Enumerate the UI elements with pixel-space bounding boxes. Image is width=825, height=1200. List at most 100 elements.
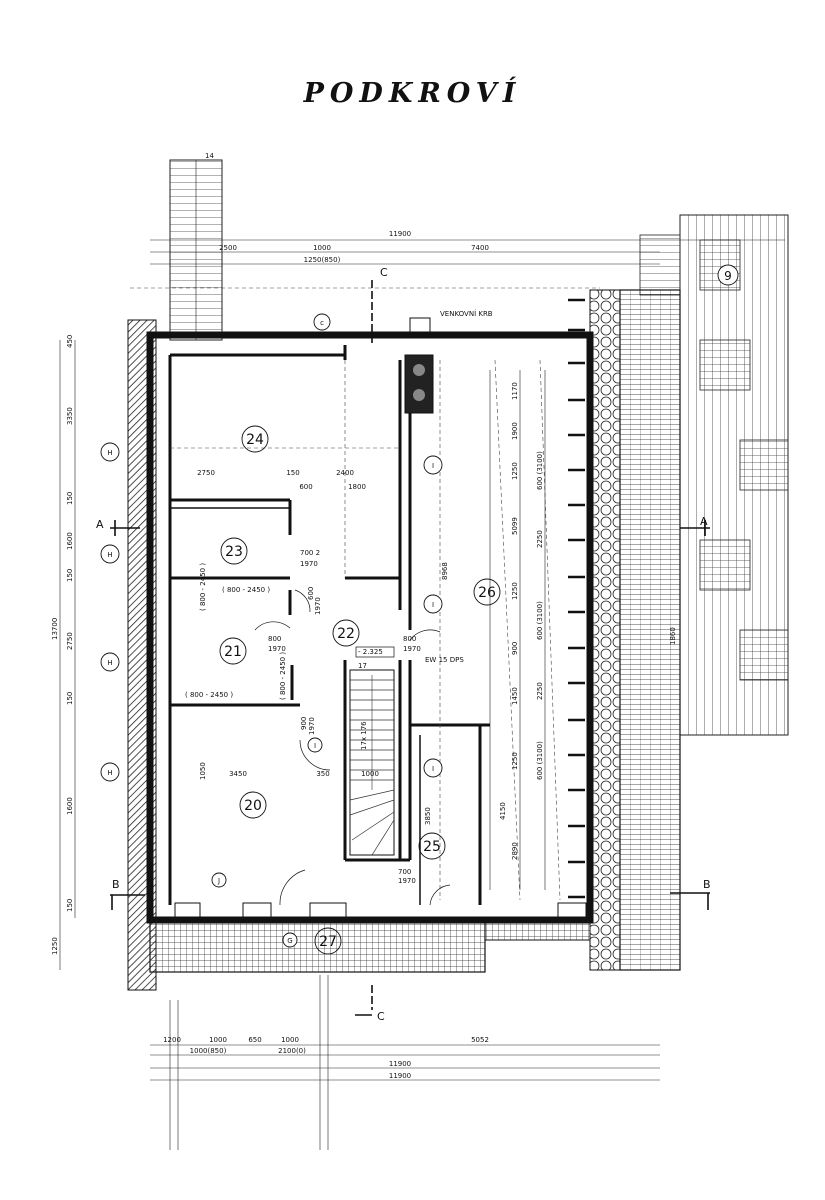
- room-25-label: 25: [423, 839, 441, 855]
- dim-bottom-total-b: 11900: [389, 1072, 411, 1080]
- dim-bottom-total-a: 11900: [389, 1060, 411, 1068]
- marker-g: G: [287, 937, 292, 945]
- sill-c: ( 800 - 2450 ): [199, 563, 207, 611]
- dim-inner-b1: 600: [299, 483, 312, 491]
- door-1970-f: 1970: [308, 717, 316, 735]
- marker-i-4: I: [314, 742, 316, 750]
- section-c-top: C: [380, 266, 388, 279]
- dim-left-1: 450: [66, 335, 74, 348]
- dim-left-bottom: 1250: [51, 937, 59, 955]
- section-b-left: B: [112, 878, 120, 891]
- room-22-label: 22: [337, 626, 355, 642]
- dim-left-8: 1600: [66, 797, 74, 815]
- dim-right-13: 600 (3100): [536, 741, 544, 780]
- dim-right-10: 1450: [511, 687, 519, 705]
- door-900: 900: [300, 717, 308, 730]
- dimension-lines: [59, 239, 785, 1150]
- dim-inner-c1: 3450: [229, 770, 247, 778]
- dim-top-d: 1250(850): [304, 256, 341, 264]
- sill-b: ( 800 - 2450 ): [185, 691, 233, 699]
- building-walls: [127, 319, 594, 991]
- door-1970-b: 1970: [314, 597, 322, 615]
- dim-top-total: 11900: [389, 230, 411, 238]
- sill-d: ( 800 - 2450 ): [279, 652, 287, 700]
- section-b-right: B: [703, 878, 711, 891]
- dim-right-4: 600 (3100): [536, 451, 544, 490]
- dim-left-9: 150: [66, 899, 74, 912]
- dim-left-6: 2750: [66, 632, 74, 650]
- room-27-label: 27: [319, 934, 337, 950]
- terrace-deck: [639, 214, 789, 736]
- door-1970-d: 1970: [403, 645, 421, 653]
- dim-bottom-b1: 1000(850): [190, 1047, 227, 1055]
- dim-right-b: 8968: [441, 562, 449, 580]
- dim-top-a: 2500: [219, 244, 237, 252]
- dim-right-15: 2890: [511, 842, 519, 860]
- dim-right-c: 1860: [669, 627, 677, 645]
- dim-right-14: 4150: [499, 802, 507, 820]
- dim-bottom-b2: 2100(0): [278, 1047, 306, 1055]
- marker-i-3: I: [432, 765, 434, 773]
- room-20-label: 20: [244, 798, 262, 814]
- door-600-a: 600: [307, 587, 315, 600]
- room-labels: 24 23 21 22 26 20 25 27: [224, 432, 496, 950]
- dim-right-12: 1250: [511, 752, 519, 770]
- door-700-b: 700: [398, 868, 411, 876]
- dim-right-11: 2250: [536, 682, 544, 700]
- dim-top-b: 1000: [313, 244, 331, 252]
- marker-i-1: I: [432, 462, 434, 470]
- dim-left-total: 13700: [51, 618, 59, 640]
- dim-inner-c2: 350: [316, 770, 329, 778]
- door-700-a: 700 2: [300, 549, 320, 557]
- window-markers: H H H H I I I I c G J: [100, 313, 443, 948]
- dim-inner-b2: 1800: [348, 483, 366, 491]
- interior-stair: [349, 669, 395, 856]
- rafters: [568, 298, 585, 899]
- section-c-bottom: C: [377, 1010, 385, 1023]
- sill-a: ( 800 - 2450 ): [222, 586, 270, 594]
- outdoor-fireplace-label: VENKOVNÍ KRB: [440, 309, 493, 318]
- page-title: PODKROVÍ: [303, 78, 522, 109]
- dim-right-6: 2250: [536, 530, 544, 548]
- marker-h-1: H: [107, 449, 112, 457]
- door-1970-c: 1970: [268, 645, 286, 653]
- ew-label: EW 15 DPS: [425, 656, 464, 664]
- section-marks: [110, 280, 710, 1016]
- dim-left-3: 150: [66, 492, 74, 505]
- dim-room20-v: 1050: [199, 762, 207, 780]
- room-24-label: 24: [246, 432, 264, 448]
- dim-inner-a2: 150: [286, 469, 299, 477]
- room-23-label: 23: [225, 544, 243, 560]
- level-label: - 2.325: [358, 648, 383, 656]
- door-1970-a: 1970: [300, 560, 318, 568]
- dim-inner-c3: 1000: [361, 770, 379, 778]
- marker-h-2: H: [107, 551, 112, 559]
- top-num-label: 14: [205, 152, 214, 160]
- dim-left-7: 150: [66, 692, 74, 705]
- room-21-label: 21: [224, 644, 242, 660]
- dim-right-2: 1900: [511, 422, 519, 440]
- dim-room25-v: 3850: [424, 807, 432, 825]
- hidden-lines: [130, 287, 600, 901]
- dim-bottom-a5: 5052: [471, 1036, 489, 1044]
- stair-label: 17x 176: [360, 721, 368, 750]
- dim-left-2: 3350: [66, 407, 74, 425]
- door-800-b: 800: [403, 635, 416, 643]
- room-9-label: 9: [724, 269, 732, 283]
- dim-top-c: 7400: [471, 244, 489, 252]
- marker-c: c: [320, 319, 324, 327]
- room-26-label: 26: [478, 585, 496, 601]
- stair-number: 17: [358, 662, 367, 670]
- marker-h-4: H: [107, 769, 112, 777]
- dim-inner-a3: 2400: [336, 469, 354, 477]
- level-box: [355, 646, 395, 658]
- marker-h-3: H: [107, 659, 112, 667]
- dim-left-5: 150: [66, 569, 74, 582]
- fireplace: [404, 317, 434, 414]
- door-swings: [254, 589, 451, 906]
- door-800-a: 800: [268, 635, 281, 643]
- door-labels: 700 2 1970 600 1970 800 1970 800 1970 70…: [185, 549, 464, 885]
- dim-bottom-a2: 1000: [209, 1036, 227, 1044]
- dim-inner-a1: 2750: [197, 469, 215, 477]
